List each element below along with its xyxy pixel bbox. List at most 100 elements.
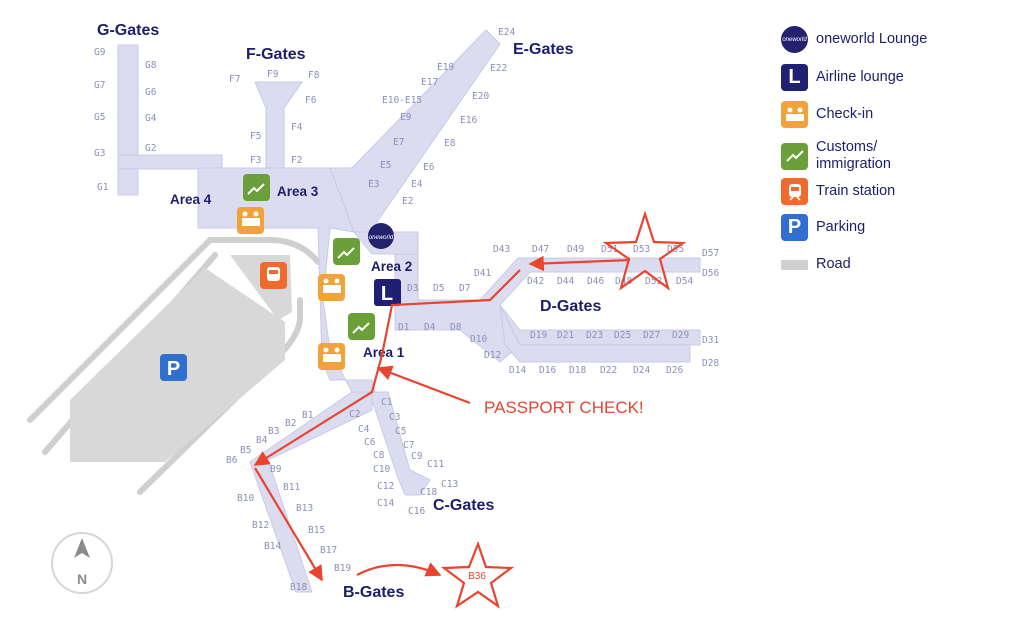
g-gates-label: G-Gates [97,22,159,39]
gate-E7: E7 [393,137,404,148]
gate-F7: F7 [229,74,240,85]
area-1-label: Area 1 [363,345,405,360]
train-icon-map [260,262,287,289]
gate-D19: D19 [530,330,547,341]
e-gates-label: E-Gates [513,41,574,58]
legend-airline-lounge-label: Airline lounge [816,69,904,85]
gate-B15: B15 [308,525,325,536]
gate-D3: D3 [407,283,418,294]
start-star-icon [602,210,687,291]
gate-E8: E8 [444,138,456,149]
gate-B3: B3 [268,426,279,437]
route-segment-main [253,269,521,466]
gate-E6: E6 [423,162,435,173]
customs-icon-area1 [348,313,375,340]
gate-B12: B12 [252,520,269,531]
gate-C2: C2 [349,409,360,420]
compass-icon: N [51,532,113,594]
road-upper [27,237,321,423]
gate-D57: D57 [702,248,719,259]
route-annotation [253,255,631,582]
gate-B4: B4 [256,435,268,446]
gate-B2: B2 [285,418,296,429]
f-gates-label: F-Gates [246,46,306,63]
gate-G1: G1 [97,182,109,193]
gate-D23: D23 [586,330,603,341]
gate-F3: F3 [250,155,261,166]
legend-parking: P Parking [781,214,865,241]
gate-E20: E20 [472,91,489,102]
gate-G3: G3 [94,148,105,159]
c-gates-label: C-Gates [433,497,494,514]
gate-C10: C10 [373,464,390,475]
gate-D21: D21 [557,330,574,341]
gate-E17: E17 [421,77,438,88]
legend-airline-lounge: L Airline lounge [781,64,904,91]
legend-parking-label: Parking [816,219,866,235]
legend-customs: Customs/immigration [781,139,891,173]
gate-E2: E2 [402,196,413,207]
g-pier [117,44,139,196]
gate-D29: D29 [672,330,689,341]
gate-G7: G7 [94,80,105,91]
checkin-icon-area2 [318,274,345,301]
gate-G6: G6 [145,87,157,98]
gate-G2: G2 [145,143,156,154]
gate-G5: G5 [94,112,105,123]
route-segment-b [254,467,323,582]
gate-E19: E19 [437,62,454,73]
gate-C18: C18 [420,487,437,498]
gate-G9: G9 [94,47,106,58]
gate-E22: E22 [490,63,507,74]
gate-D7: D7 [459,283,470,294]
train-icon [781,178,808,205]
gate-F6: F6 [305,95,317,106]
gate-B10: B10 [237,493,254,504]
gate-G4: G4 [145,113,157,124]
gate-D14: D14 [509,365,526,376]
customs-icon-area2 [333,238,360,265]
gate-C1: C1 [381,397,393,408]
gate-C11: C11 [427,459,444,470]
gate-C8: C8 [373,450,385,461]
legend-oneworld: oneworld oneworld Lounge [781,26,927,53]
legend-oneworld-suffix: world Lounge [840,31,928,47]
gate-D5: D5 [433,283,444,294]
gate-D42: D42 [527,276,544,287]
gate-D47: D47 [532,244,549,255]
gate-B18: B18 [290,582,307,593]
gate-C6: C6 [364,437,376,448]
gate-D41: D41 [474,268,491,279]
checkin-icon [781,101,808,128]
gate-D10: D10 [470,334,487,345]
passport-check-arrow [376,365,471,405]
c-pier [371,391,431,496]
checkin-icon-area1 [318,343,345,370]
d-pier-lower [499,304,691,363]
parking-letter: P [167,358,180,380]
legend-oneworld-label: oneworld Lounge [816,31,927,48]
gate-B5: B5 [240,445,251,456]
checkin-icon-area4 [237,207,264,234]
gate-B13: B13 [296,503,313,514]
gate-D52: D52 [645,276,662,287]
gate-E5: E5 [380,160,391,171]
gate-D55: D55 [667,244,684,255]
gate-C4: C4 [358,424,370,435]
gate-E16: E16 [460,115,477,126]
oneworld-badge-text: oneworld [369,235,394,241]
legend-road-label: Road [816,256,851,272]
gate-D16: D16 [539,365,556,376]
lounge-icon: L [781,64,808,91]
gate-G8: G8 [145,60,157,71]
gate-B9: B9 [270,464,282,475]
legend-oneworld-prefix: one [816,31,841,47]
route-arrow-b36 [356,562,442,577]
gate-F5: F5 [250,131,261,142]
gate-labels: G9 G8 G7 G6 G5 G4 G3 G2 G1 F9 F7 F8 F6 F… [94,27,719,593]
gate-F4: F4 [291,122,303,133]
gate-D12: D12 [484,350,501,361]
gate-E10E15: E10-E15 [382,95,422,106]
legend-checkin: Check-in [781,101,873,128]
